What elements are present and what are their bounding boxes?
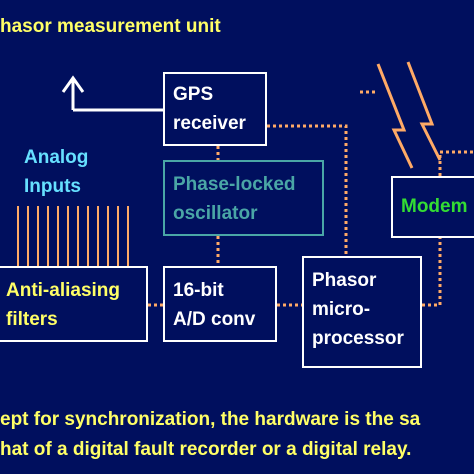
analog-inputs-line-1: Analog [24,147,89,168]
proc-line-2: micro- [312,299,371,320]
analog-inputs-line-2: Inputs [24,176,81,197]
anti-aliasing-filters-block: Anti-aliasing filters [0,266,148,342]
proc-line-1: Phasor [312,270,377,291]
phase-locked-oscillator-block: Phase-locked oscillator [163,160,324,236]
footer-line-1: ept for synchronization, the hardware is… [0,409,421,430]
connection-wires [148,90,474,307]
analog-input-lines [17,206,129,266]
analog-inputs-label: Analog Inputs [24,143,88,201]
footer-caption: ept for synchronization, the hardware is… [0,405,420,465]
ad-line-1: 16-bit [173,280,224,301]
phasor-microprocessor-block: Phasor micro- processor [302,256,422,368]
modem-block: Modem [391,176,474,238]
ad-converter-block: 16-bit A/D conv [163,266,277,342]
aa-line-1: Anti-aliasing [6,280,121,301]
lightning-bolt-icon [376,61,442,169]
gps-line-2: receiver [173,113,246,134]
antenna-arrow-icon [61,75,163,112]
ad-line-2: A/D conv [173,309,256,330]
modem-line-1: Modem [401,196,468,217]
aa-line-2: filters [6,309,58,330]
pll-line-2: oscillator [173,203,258,224]
gps-line-1: GPS [173,84,214,105]
footer-line-2: hat of a digital fault recorder or a dig… [0,439,412,460]
diagram-title: hasor measurement unit [0,16,221,37]
gps-receiver-block: GPS receiver [163,72,267,146]
proc-line-3: processor [312,328,404,349]
pll-line-1: Phase-locked [173,174,296,195]
